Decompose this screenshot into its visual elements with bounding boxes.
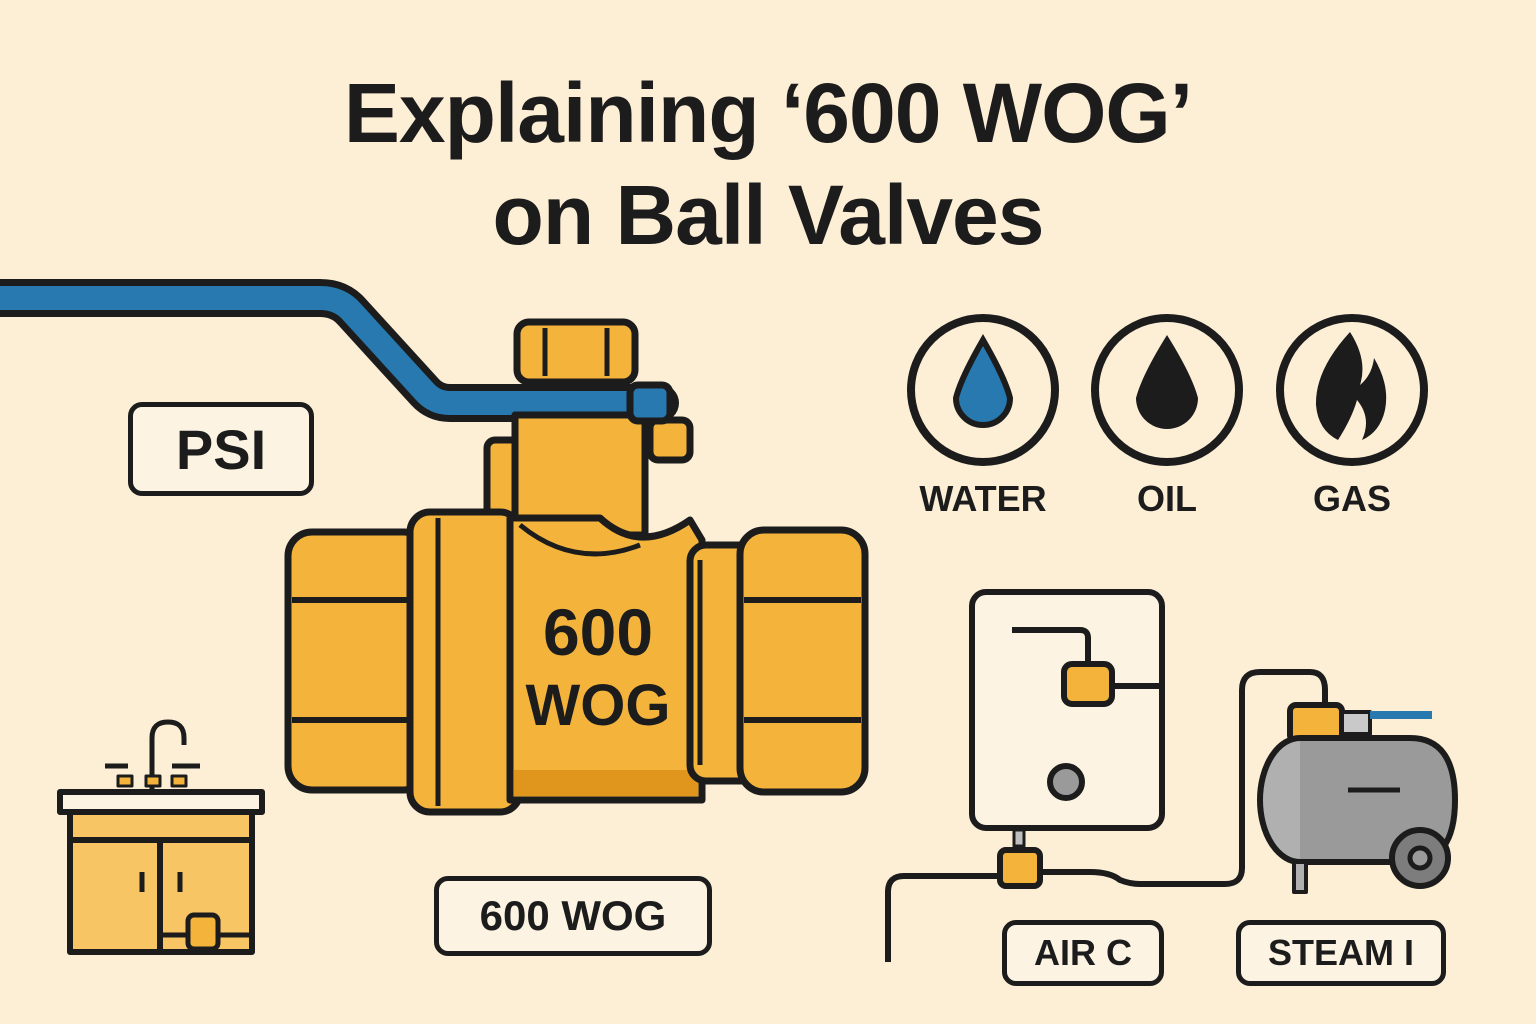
fluid-label-water: WATER [919,478,1047,519]
steam-label-text: STEAM I [1267,932,1414,973]
rating-badge-text: 600 WOG [479,892,667,939]
ball-valve-icon [284,318,869,816]
psi-text: PSI [175,417,267,481]
title-line-1: Explaining ‘600 WOG’ [343,66,1193,160]
flame-icon [1276,314,1428,466]
valve-marking-wog: WOG [525,673,671,738]
psi-label: PSI [128,402,314,496]
valve-marking-number: 600 [542,595,654,669]
page-title: Explaining ‘600 WOG’ on Ball Valves [0,62,1536,266]
title-line-2: on Ball Valves [492,168,1045,262]
valve-marking: 600 WOG [498,595,698,743]
fluid-label-gas: GAS [1312,478,1391,519]
steam-label: STEAM I [1236,920,1446,986]
air-label-text: AIR C [1034,932,1132,973]
fluid-label-oil: OIL [1137,478,1197,519]
oil-drop-icon [1091,314,1243,466]
sink-cabinet-icon [57,719,265,955]
air-unit-icon [885,589,1328,962]
air-label: AIR C [1002,920,1164,986]
water-drop-icon [907,314,1059,466]
rating-badge: 600 WOG [434,876,712,956]
valve-handle [0,279,679,422]
steam-tank-icon [1257,702,1458,894]
